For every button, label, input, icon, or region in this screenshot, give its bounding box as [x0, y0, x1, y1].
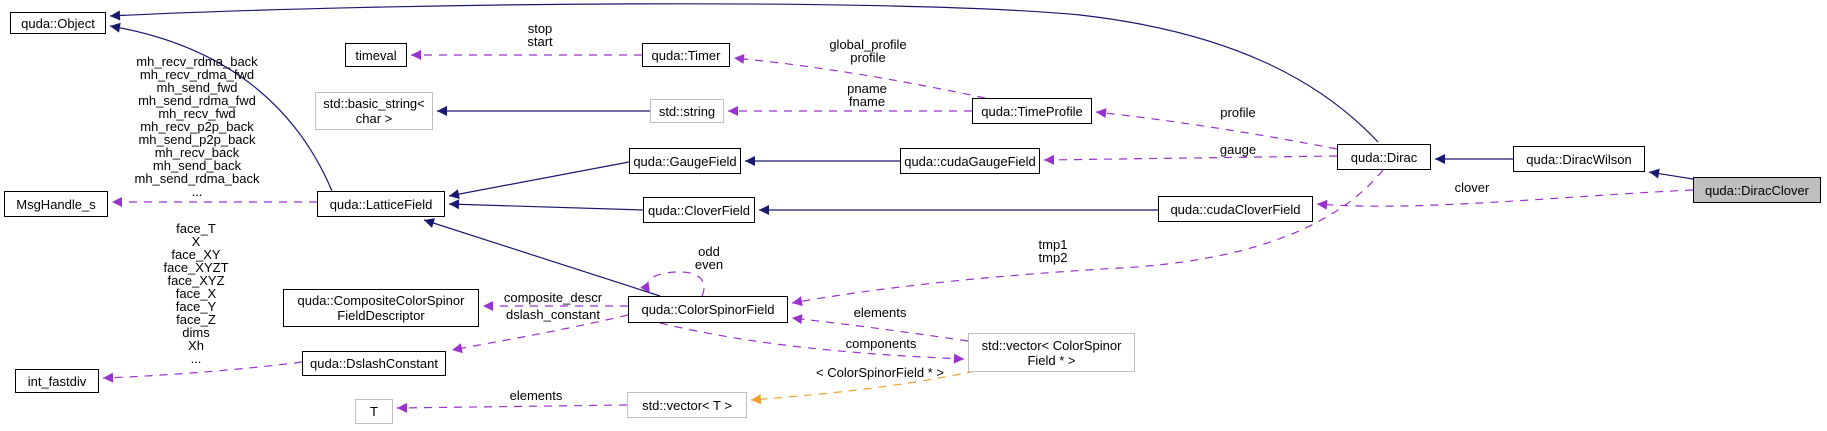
edge-usage-timeprofile-to-timer	[733, 53, 986, 99]
node-std-basic-string[interactable]: std::basic_string< char >	[315, 92, 433, 130]
node-t[interactable]: T	[355, 399, 393, 424]
edge-label-elements-colorspinorfield: elements	[853, 305, 907, 320]
node-std-string[interactable]: std::string	[650, 99, 724, 123]
node-quda-compositecolorspinorfielddescriptor[interactable]: quda::CompositeColorSpinor FieldDescript…	[283, 289, 479, 327]
node-std-vector-t[interactable]: std::vector< T >	[627, 392, 747, 418]
node-quda-cloverfield[interactable]: quda::CloverField	[643, 197, 755, 223]
edge-label-dslash-members: face_T X face_XY face_XYZT face_XYZ face…	[163, 221, 229, 366]
edge-label-components: components	[845, 336, 917, 351]
node-quda-object[interactable]: quda::Object	[10, 12, 106, 34]
edge-usage-vectorcsf-to-colorspinorfield-elements	[791, 314, 969, 342]
edge-usage-colorspinorfield-to-vectorcsf-components	[659, 322, 965, 364]
node-quda-timeprofile[interactable]: quda::TimeProfile	[972, 98, 1092, 124]
edge-label-odd-even: odd even	[694, 244, 724, 272]
edge-label-gauge: gauge	[1219, 142, 1257, 157]
edge-usage-dirac-to-colorspinorfield-tmp	[791, 169, 1384, 307]
edge-usage-diracclover-to-cudacloverfield	[1316, 189, 1694, 210]
edge-label-dslash-constant: dslash_constant	[506, 307, 600, 322]
edge-inheritance-latticefield-to-object	[109, 22, 333, 192]
node-timeval[interactable]: timeval	[345, 43, 407, 67]
edge-label-profile: profile	[1220, 105, 1256, 120]
node-quda-diracwilson[interactable]: quda::DiracWilson	[1513, 146, 1645, 172]
edge-label-msg-handles: mh_recv_rdma_back mh_recv_rdma_fwd mh_se…	[134, 54, 260, 199]
node-quda-gaugefield[interactable]: quda::GaugeField	[629, 148, 741, 174]
node-quda-cudacloverfield[interactable]: quda::cudaCloverField	[1158, 196, 1313, 222]
node-quda-diracclover-current: quda::DiracClover	[1693, 177, 1821, 203]
edge-usage-colorspinorfield-to-dslashconstant	[451, 314, 629, 354]
node-quda-colorspinorfield[interactable]: quda::ColorSpinorField	[628, 296, 788, 323]
edge-inheritance-cloverfield-to-latticefield	[448, 199, 644, 211]
node-int-fastdiv[interactable]: int_fastdiv	[15, 369, 99, 393]
node-quda-cudagaugefield[interactable]: quda::cudaGaugeField	[900, 148, 1040, 174]
edge-label-tmp1-tmp2: tmp1 tmp2	[1038, 237, 1068, 265]
edge-template-vectorcsf-to-vectort	[750, 370, 976, 405]
node-quda-dirac[interactable]: quda::Dirac	[1337, 144, 1431, 170]
edge-label-stop-start: stop start	[527, 21, 553, 49]
edge-label-clover: clover	[1454, 180, 1490, 195]
edge-usage-vectort-to-t-elements	[396, 402, 628, 413]
edge-usage-dirac-to-timeprofile	[1095, 108, 1338, 150]
edge-label-global-profile: global_profile profile	[829, 37, 907, 65]
edge-usage-colorspinorfield-self-odd-even	[640, 271, 705, 297]
edge-label-pname-fname: pname fname	[847, 81, 887, 109]
node-msghandle-s[interactable]: MsgHandle_s	[4, 191, 108, 217]
edge-label-template-args: < ColorSpinorField * >	[816, 365, 944, 380]
edge-inheritance-gaugefield-to-latticefield	[448, 161, 630, 200]
edge-usage-dirac-to-cudagaugefield	[1043, 154, 1338, 165]
edge-inheritance-diracclover-to-diracwilson	[1648, 168, 1700, 181]
node-quda-timer[interactable]: quda::Timer	[642, 43, 730, 67]
edge-inheritance-dirac-to-object	[109, 3, 1379, 143]
node-quda-latticefield[interactable]: quda::LatticeField	[317, 191, 445, 217]
edge-label-elements-t: elements	[509, 388, 563, 403]
edge-label-composite-descr: composite_descr	[503, 290, 603, 305]
node-std-vector-colorspinorfield[interactable]: std::vector< ColorSpinor Field * >	[968, 333, 1135, 372]
node-quda-dslashconstant[interactable]: quda::DslashConstant	[302, 351, 446, 376]
edge-inheritance-colorspinorfield-to-latticefield	[423, 218, 661, 297]
